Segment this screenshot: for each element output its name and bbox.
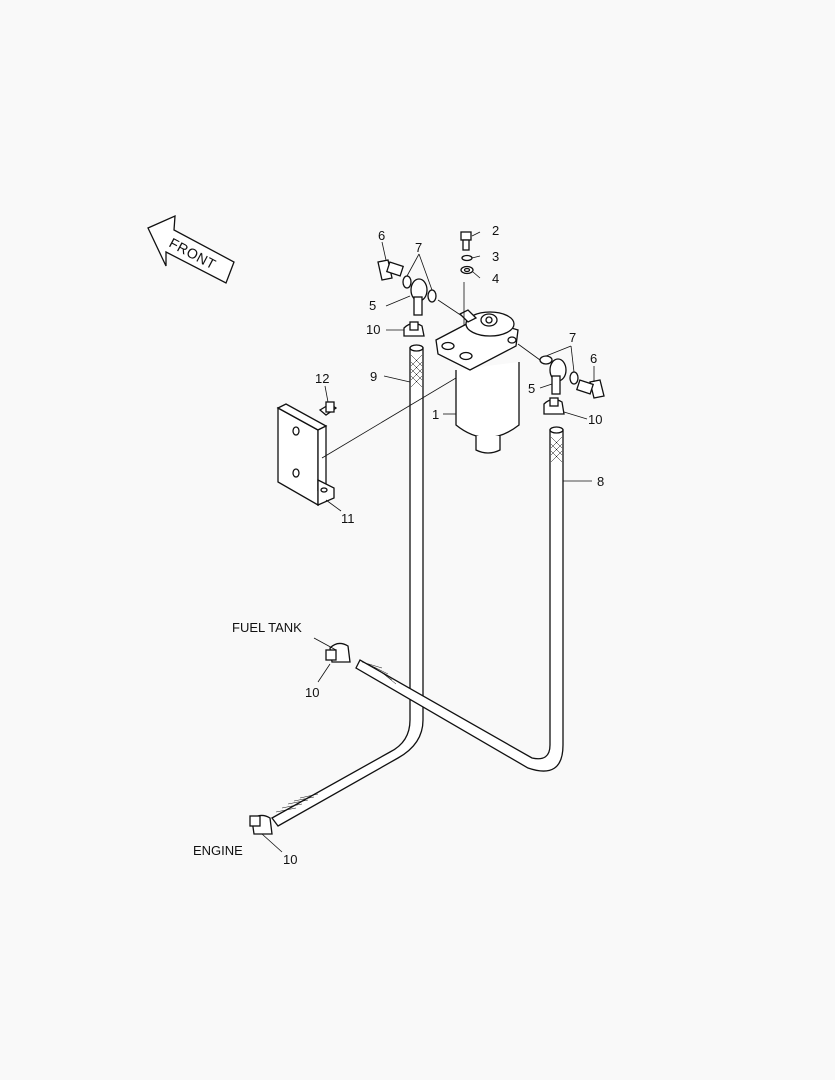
callout-5: 5 — [369, 298, 376, 313]
bolt-12 — [318, 401, 338, 416]
bracket-11 — [276, 371, 467, 507]
gasket-7-left-b — [427, 289, 437, 303]
callout-10: 10 — [283, 852, 297, 867]
callout-10: 10 — [366, 322, 380, 337]
front-arrow: FRONT — [147, 214, 235, 284]
hollow-bolt-6-left — [377, 259, 405, 281]
hose-8 — [355, 426, 564, 772]
gasket-7-left-a — [402, 275, 412, 289]
washer-4 — [460, 265, 474, 275]
fuel-tank-label: FUEL TANK — [232, 620, 302, 635]
gasket-7-right-b — [569, 371, 579, 385]
callout-10: 10 — [305, 685, 319, 700]
callout-10: 10 — [588, 412, 602, 427]
callout-12: 12 — [315, 371, 329, 386]
engine-label: ENGINE — [193, 843, 243, 858]
callout-5: 5 — [528, 381, 535, 396]
hose-clamp-10-upper-left — [403, 321, 425, 337]
callout-4: 4 — [492, 271, 499, 286]
eye-joint-5-right — [517, 343, 567, 395]
callout-6: 6 — [590, 351, 597, 366]
hollow-bolt-6-right — [575, 379, 605, 399]
callout-11: 11 — [341, 511, 355, 526]
hose-clamp-10-fuel-tank — [325, 642, 351, 663]
callout-7: 7 — [415, 240, 422, 255]
eye-joint-5-left — [410, 278, 463, 317]
callout-9: 9 — [370, 369, 377, 384]
hose-clamp-10-upper-right — [543, 397, 565, 415]
fuel-filter-1 — [435, 282, 520, 454]
bolt-2 — [460, 231, 472, 251]
callout-8: 8 — [597, 474, 604, 489]
hose-clamp-10-engine — [249, 814, 273, 835]
gasket-7-right-a — [539, 355, 553, 365]
washer-3 — [461, 254, 473, 262]
hose-9 — [271, 344, 424, 827]
callout-6: 6 — [378, 228, 385, 243]
callout-7: 7 — [569, 330, 576, 345]
callout-1: 1 — [432, 407, 439, 422]
callout-2: 2 — [492, 223, 499, 238]
callout-3: 3 — [492, 249, 499, 264]
leader-lines — [261, 231, 595, 853]
